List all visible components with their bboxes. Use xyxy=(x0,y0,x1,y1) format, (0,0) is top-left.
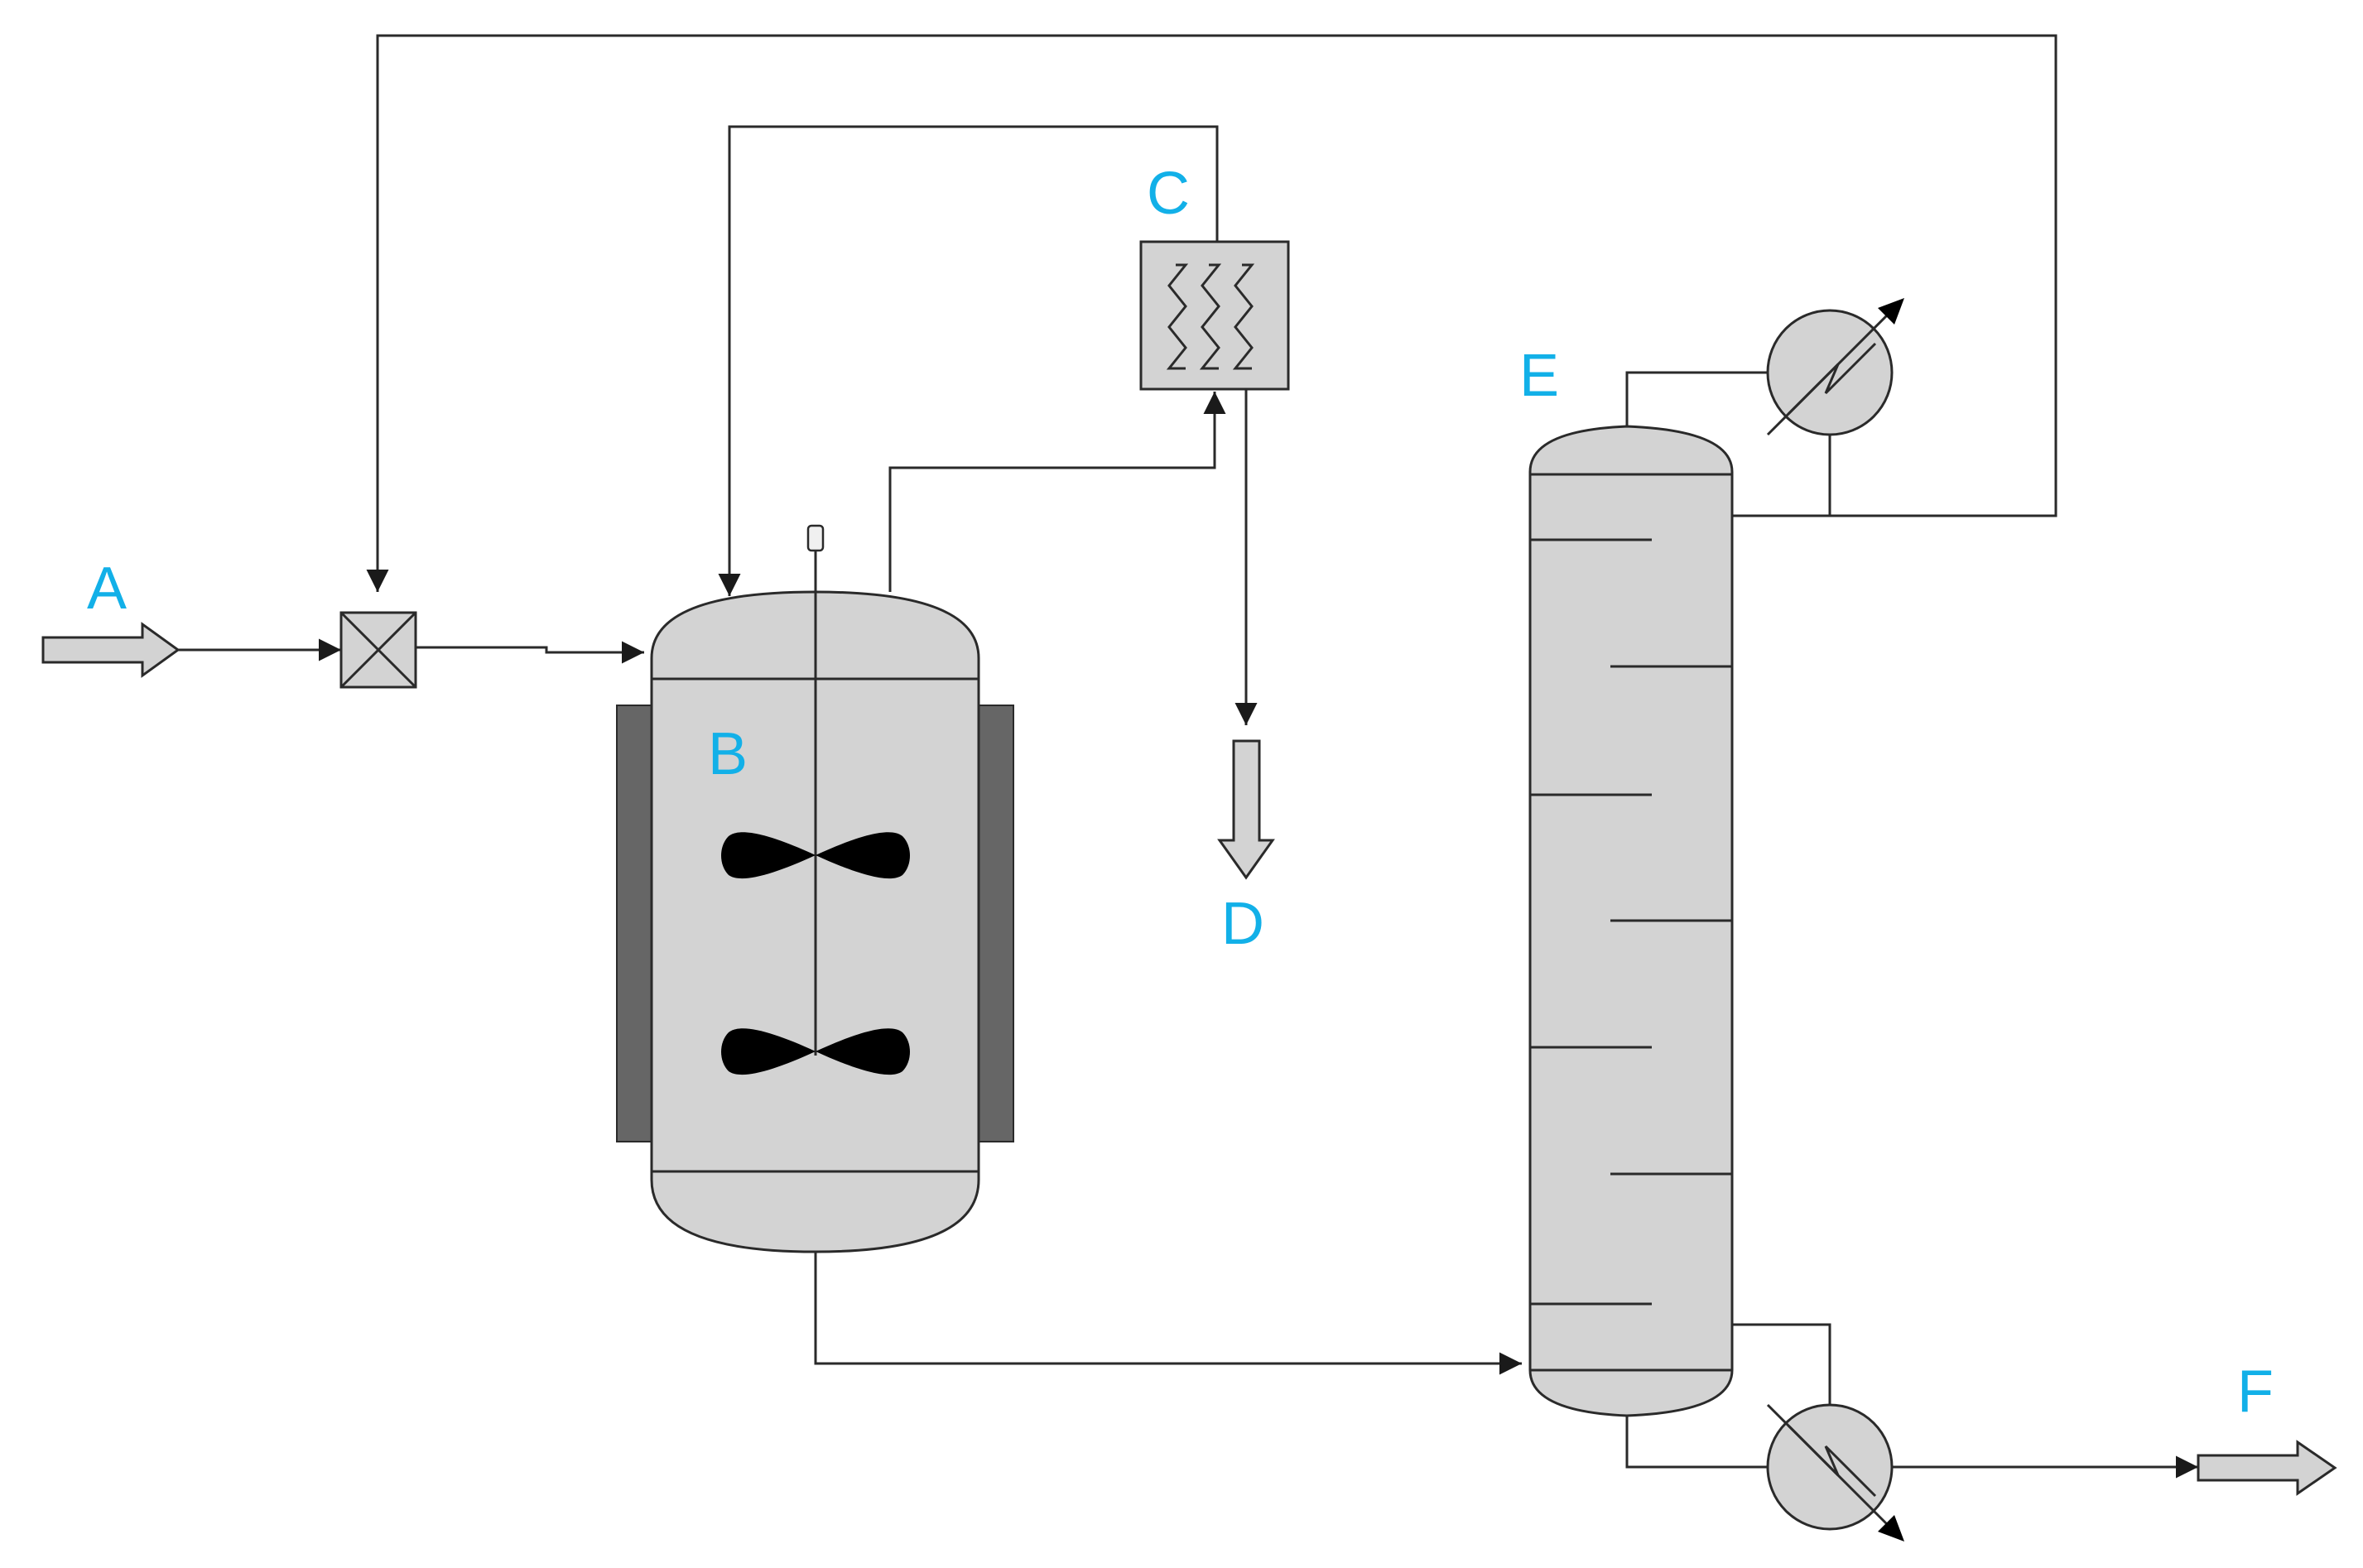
impeller-lower-icon xyxy=(721,1028,910,1075)
label-b: B xyxy=(708,721,748,787)
column-feed-line xyxy=(814,1250,1522,1375)
label-c: C xyxy=(1147,161,1190,227)
condenser-heat-exchanger xyxy=(1139,240,1290,391)
reflux-line xyxy=(718,125,1219,596)
overhead-condenser-icon xyxy=(1766,298,1904,436)
label-a: A xyxy=(87,556,127,622)
label-e: E xyxy=(1519,343,1559,409)
distillation-column xyxy=(1528,425,1734,1417)
product-f-arrow-icon xyxy=(2197,1440,2337,1496)
impeller-upper-icon xyxy=(721,832,910,879)
vapor-line xyxy=(888,392,1226,592)
feed-a-arrow-icon xyxy=(41,622,180,678)
stirred-tank-reactor xyxy=(616,524,1014,1253)
reboiler-icon xyxy=(1766,1403,1904,1542)
label-d: D xyxy=(1221,891,1264,957)
reactor-jacket-right xyxy=(978,705,1014,1142)
label-f: F xyxy=(2237,1359,2274,1425)
recycle-line xyxy=(366,34,2057,592)
reactor-jacket-left xyxy=(616,705,652,1142)
overhead-line xyxy=(1625,371,1768,426)
mixing-valve-icon xyxy=(339,611,417,689)
mixer-outlet-line xyxy=(414,641,644,664)
reboiler-return-line xyxy=(1732,1323,1831,1405)
product-d-arrow-icon xyxy=(1217,739,1275,880)
agitator-motor-icon xyxy=(806,524,825,552)
bottoms-line xyxy=(1625,1414,1768,1469)
